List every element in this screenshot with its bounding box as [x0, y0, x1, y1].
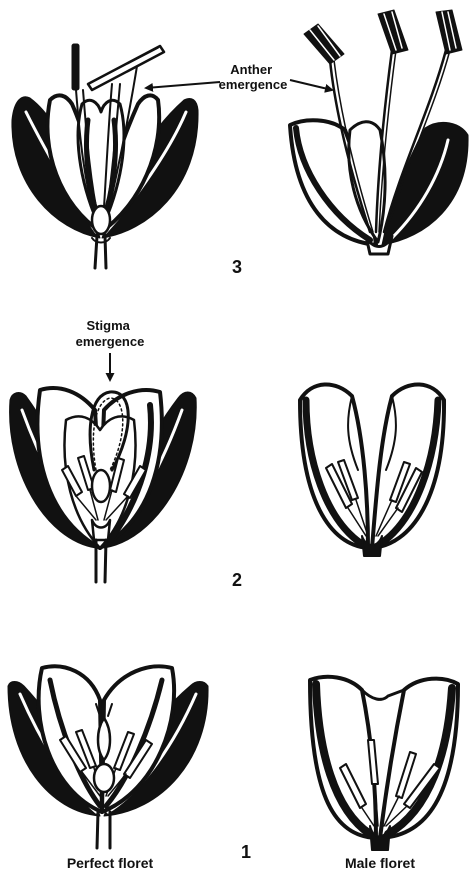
anther-label-line1: Anther — [230, 62, 272, 77]
stage1-perfect-floret — [8, 666, 208, 848]
stage2-perfect-floret — [10, 388, 197, 582]
anther-emergence-label: Anther emergence — [219, 62, 288, 92]
caption-perfect-floret: Perfect floret — [67, 855, 154, 871]
stage-label-1: 1 — [241, 842, 251, 862]
stage3-perfect-floret — [12, 44, 198, 268]
caption-male-floret: Male floret — [345, 855, 415, 871]
stage1-male-floret — [310, 677, 458, 850]
stage-label-3: 3 — [232, 257, 242, 277]
stage3-male-floret — [290, 10, 468, 254]
stage-label-2: 2 — [232, 570, 242, 590]
stigma-emergence-label: Stigma emergence — [76, 318, 145, 349]
stage2-male-floret — [300, 384, 444, 556]
anther-label-line2: emergence — [219, 77, 288, 92]
stigma-label-line2: emergence — [76, 334, 145, 349]
stigma-label-line1: Stigma — [87, 318, 131, 333]
